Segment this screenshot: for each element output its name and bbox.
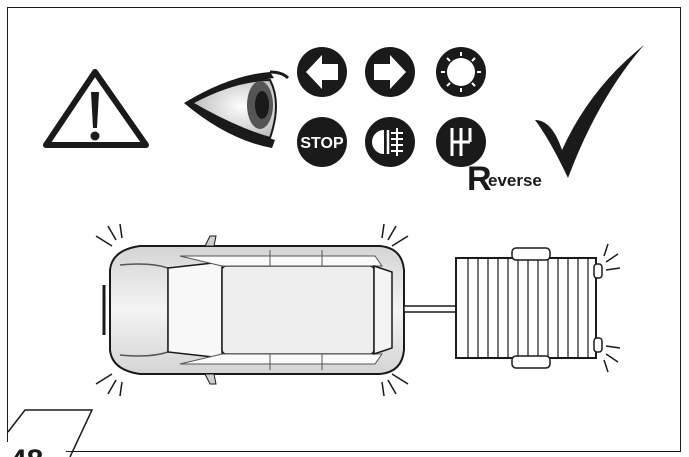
reverse-letter: R (467, 160, 492, 198)
stop-label: STOP (300, 135, 344, 152)
rear-fog-light-icon (365, 117, 415, 167)
page-number: 48 (10, 444, 43, 457)
car-top-view (102, 235, 405, 385)
trailer-top-view (455, 247, 603, 369)
page-corner: 48 (6, 409, 94, 457)
check-mark-icon (535, 45, 644, 178)
turn-left-arrow-icon (297, 47, 347, 97)
stop-sign-icon: STOP (297, 117, 347, 167)
reverse-label: everse (488, 171, 542, 190)
car-light-flash-marks (95, 223, 409, 397)
tow-bar (403, 305, 461, 313)
gear-shift-icon: R everse (436, 117, 542, 198)
warning-triangle-icon (43, 69, 149, 148)
eye-icon (184, 70, 290, 148)
turn-right-arrow-icon (365, 47, 415, 97)
trailer-light-flash-marks (603, 243, 621, 373)
hazard-lights-icon (436, 47, 486, 97)
panel-border (7, 7, 681, 452)
